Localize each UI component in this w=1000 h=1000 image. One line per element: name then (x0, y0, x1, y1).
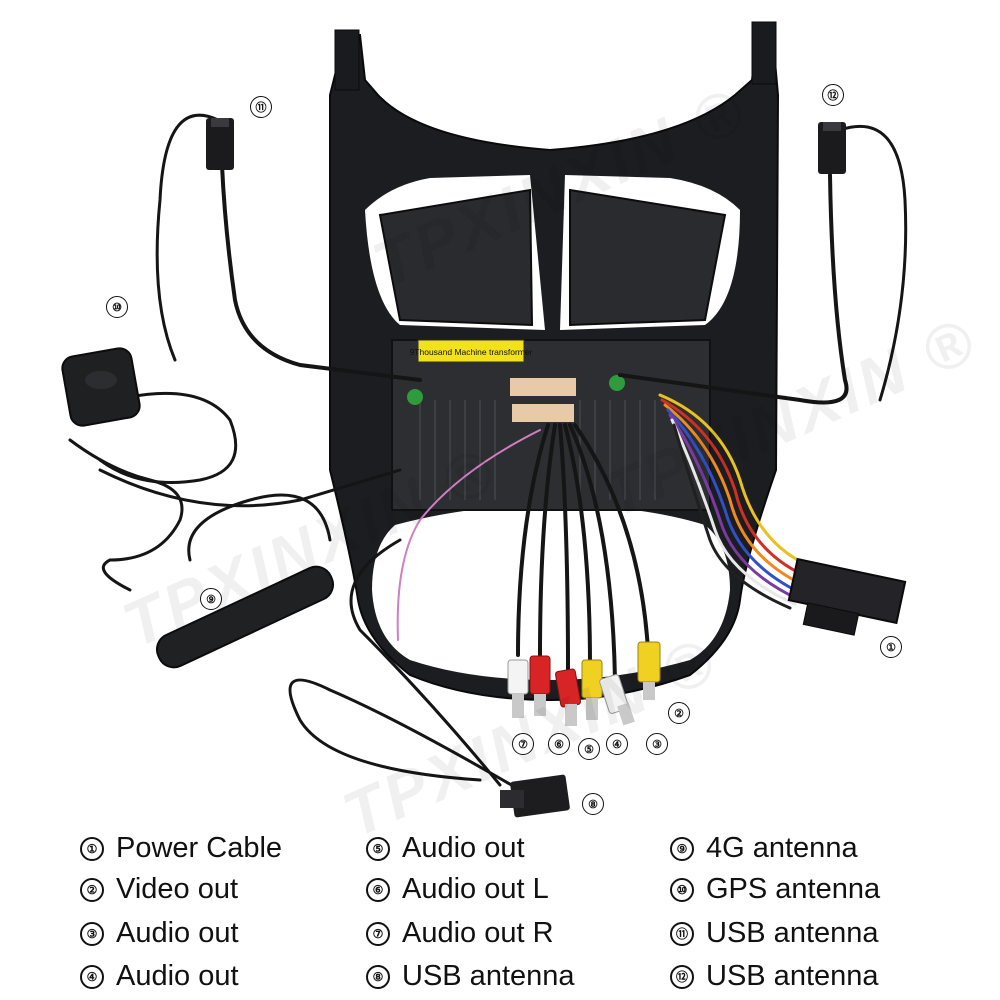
callout-5: ⑤ (578, 738, 600, 760)
callout-12: ⑫ (822, 84, 844, 106)
callout-4: ④ (606, 733, 628, 755)
product-photo: 9Thousand Machine transformer (61, 21, 908, 818)
legend-label: Audio out (402, 832, 525, 864)
legend-number: ⑨ (670, 836, 694, 861)
legend-item-usb-antenna-11: ⑪ USB antenna (670, 917, 879, 950)
legend-item-video-out: ② Video out (80, 873, 238, 906)
legend-number: ③ (80, 921, 104, 946)
legend-number: ⑤ (366, 836, 390, 861)
legend-number: ① (80, 836, 104, 861)
legend-label: GPS antenna (706, 873, 881, 905)
legend-number: ⑫ (670, 964, 694, 989)
power-connector (787, 557, 907, 636)
legend-label: USB antenna (706, 960, 879, 992)
legend-number: ⑩ (670, 877, 694, 902)
legend-item-audio-out-3: ③ Audio out (80, 917, 239, 950)
legend-item-usb-antenna-8: ⑧ USB antenna (366, 960, 575, 993)
legend-label: Power Cable (116, 832, 283, 864)
usb-connector-8 (500, 774, 570, 818)
legend-item-gps-antenna: ⑩ GPS antenna (670, 873, 880, 906)
legend-label: Audio out L (402, 873, 549, 905)
legend-item-audio-out-4: ④ Audio out (80, 960, 239, 993)
rca-plug-4-yellow (581, 659, 603, 720)
label-sticker-text: 9Thousand Machine transformer (410, 347, 533, 357)
legend-label: Audio out (116, 960, 239, 992)
legend-number: ② (80, 877, 104, 902)
legend-label: USB antenna (706, 917, 879, 949)
legend-number: ④ (80, 964, 104, 989)
callout-11: ⑪ (250, 96, 272, 118)
legend-number: ⑥ (366, 877, 390, 902)
rca-plug-3-white (599, 674, 635, 726)
rca-plugs (507, 641, 661, 726)
callout-1: ① (880, 636, 902, 658)
callout-3: ③ (646, 733, 668, 755)
rca-plug-5-red (555, 668, 581, 726)
callout-7: ⑦ (512, 733, 534, 755)
legend-label: Video out (116, 873, 239, 905)
legend-number: ⑧ (366, 964, 390, 989)
rca-plug-2-yellow (637, 641, 661, 700)
gps-antenna (61, 347, 141, 427)
callout-2: ② (668, 702, 690, 724)
power-harness (658, 393, 822, 610)
callout-10: ⑩ (106, 296, 128, 318)
4g-antenna (155, 565, 335, 669)
usb-connector-12 (818, 122, 846, 174)
legend-label: 4G antenna (706, 832, 858, 864)
rca-plug-6-red (529, 655, 551, 716)
usb-connector-11 (206, 118, 234, 170)
cables (68, 113, 908, 792)
legend-item-audio-out-5: ⑤ Audio out (366, 832, 525, 865)
rca-plug-7-white (507, 659, 529, 718)
legend: ① Power Cable ② Video out ③ Audio out ④ … (0, 826, 1000, 1000)
legend-number: ⑦ (366, 921, 390, 946)
legend-label: USB antenna (402, 960, 575, 992)
legend-item-usb-antenna-12: ⑫ USB antenna (670, 960, 879, 993)
legend-item-power-cable: ① Power Cable (80, 832, 282, 865)
legend-item-4g-antenna: ⑨ 4G antenna (670, 832, 858, 865)
callout-9: ⑨ (200, 588, 222, 610)
legend-item-audio-out-l: ⑥ Audio out L (366, 873, 549, 906)
legend-item-audio-out-r: ⑦ Audio out R (366, 917, 554, 950)
callout-8: ⑧ (582, 793, 604, 815)
head-unit-back: 9Thousand Machine transformer (391, 339, 711, 511)
legend-number: ⑪ (670, 921, 694, 946)
legend-label: Audio out (116, 917, 239, 949)
legend-label: Audio out R (402, 917, 554, 949)
callout-6: ⑥ (548, 733, 570, 755)
